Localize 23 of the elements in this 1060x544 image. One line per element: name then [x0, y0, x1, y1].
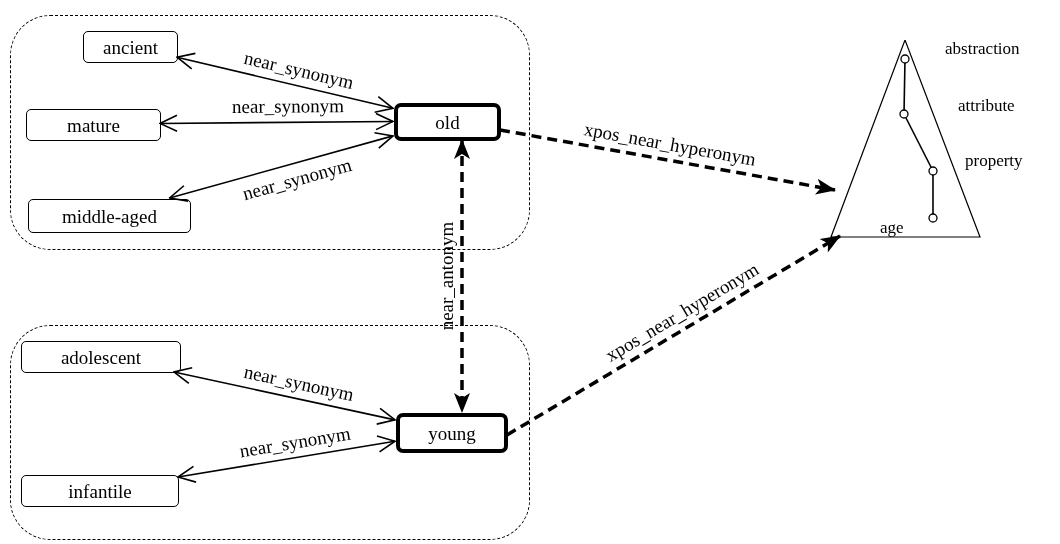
word-box: middle-aged: [28, 199, 191, 233]
arrow: [159, 112, 394, 133]
edge-label: near_synonym: [237, 422, 353, 461]
edge-label: near_synonym: [241, 361, 357, 404]
arrow: [506, 234, 841, 437]
tree-level-label: attribute: [958, 97, 1015, 114]
tree-level-label: property: [965, 152, 1023, 169]
word-box: adolescent: [21, 341, 181, 373]
word-box: old: [394, 103, 501, 141]
arrow: [177, 435, 396, 483]
tree-level-label: abstraction: [945, 40, 1020, 57]
arrow: [454, 139, 470, 413]
arrow: [173, 367, 396, 425]
node-label: age: [880, 219, 904, 236]
arrow: [168, 131, 394, 202]
word-box: infantile: [21, 475, 179, 507]
word-box: young: [396, 413, 508, 453]
arrow: [176, 52, 394, 113]
word-box: ancient: [83, 31, 178, 63]
arrow: [499, 128, 836, 195]
edge-label: near_antonym: [436, 220, 456, 332]
edge-label: near_synonym: [231, 96, 345, 117]
word-box: mature: [26, 109, 161, 141]
